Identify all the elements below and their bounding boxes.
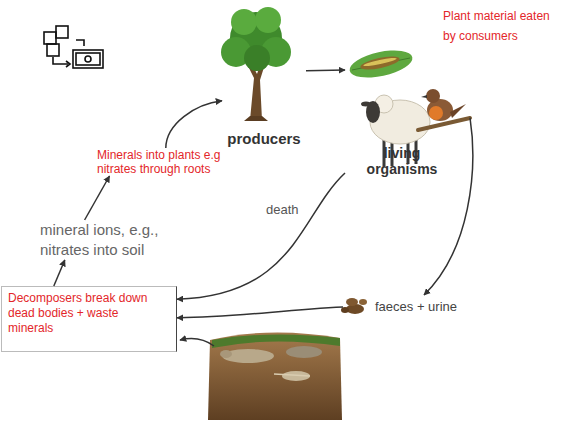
node-text: living organisms [363,145,441,177]
flow-arrow [180,338,214,346]
icon-note [76,53,100,65]
soil-ground [208,332,342,420]
tree-canopy [231,9,257,35]
faeces-pile [359,299,367,305]
node-text: Minerals into plants e.g nitrates throug… [97,148,222,176]
tree-roots [244,116,268,121]
soil-grass [212,334,340,348]
node-text: Decomposers break down dead bodies + was… [8,291,158,336]
leaf-caterpillar [347,46,415,83]
bird-breast [429,106,443,120]
flow-arrow [177,173,345,299]
icon-box [44,32,56,44]
tree-canopy [255,7,281,33]
icon-box [47,44,59,56]
bird-head [426,89,440,103]
animal-bones [274,374,310,376]
icon-coin [85,56,91,62]
soil [208,332,342,420]
caterpillar-stripe [363,57,397,68]
animal-remains [220,350,232,358]
producer-node: producers [222,5,306,148]
flow-arrow [166,101,222,148]
tree-canopy [244,45,270,71]
icon-arrow [53,57,68,64]
edge-label: death [266,202,299,217]
annotation: Plant material eaten by consumers [443,6,563,46]
bird-tail [450,104,466,118]
node-text: producers [227,130,300,148]
node-text: mineral ions, e.g., nitrates into soil [40,220,205,260]
flow-arrow [424,118,473,295]
flow-arrow [85,176,110,220]
consumer-node: living organisms [345,45,470,177]
uptake-node: Minerals into plants e.g nitrates throug… [97,148,222,176]
flow-arrow [177,307,343,318]
icon-arrow [76,40,84,46]
waste-node: faeces + urine [343,295,478,319]
node-text: faeces + urine [375,295,478,319]
sheep-ear [361,102,371,107]
icon-box [56,26,68,38]
faeces [341,298,367,314]
animal-remains [286,346,322,358]
bird-beak [421,95,427,98]
mineral-node: mineral ions, e.g., nitrates into soil [40,220,205,260]
caterpillar [359,54,400,72]
faeces-pile [346,298,358,306]
icon [44,26,103,68]
bird [418,89,470,130]
icon-note [73,50,103,68]
icon-arrow [66,61,70,67]
tree [221,7,291,121]
flow-arrow [306,69,345,71]
faeces-pile [341,307,349,313]
flow-arrow [54,260,65,286]
decomposer-box: Decomposers break down dead bodies + was… [1,286,177,352]
leaf [347,46,415,83]
